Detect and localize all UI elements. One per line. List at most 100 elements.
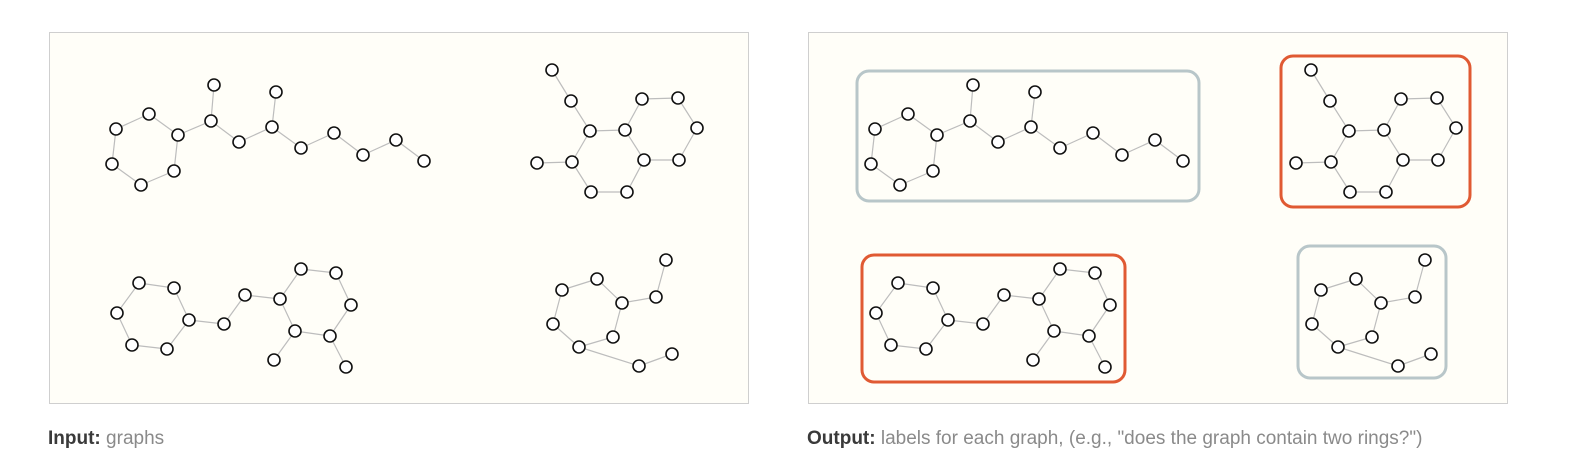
graph-node <box>1408 290 1422 304</box>
graph-node <box>926 164 940 178</box>
graph-node <box>966 78 980 92</box>
label-box-positive <box>860 253 1127 384</box>
graph-4 <box>1296 244 1448 380</box>
graph-node <box>545 63 559 77</box>
graph-1 <box>105 78 431 192</box>
input-panel <box>49 32 749 404</box>
graph-node <box>1343 185 1357 199</box>
graph-node <box>1047 324 1061 338</box>
input-caption-text: graphs <box>106 428 165 449</box>
graph-node <box>1305 317 1319 331</box>
graph-node <box>671 91 685 105</box>
graph-node <box>294 141 308 155</box>
graph-node <box>167 281 181 295</box>
input-caption: Input: graphs <box>48 428 164 450</box>
graph-node <box>1148 133 1162 147</box>
graph-node <box>110 306 124 320</box>
graph-node <box>1342 124 1356 138</box>
graph-node <box>167 164 181 178</box>
graph-node <box>1176 154 1190 168</box>
graph-node <box>1098 360 1112 374</box>
graph-node <box>1086 126 1100 140</box>
input-graphs-canvas <box>105 63 704 374</box>
graph-node <box>1391 359 1405 373</box>
graph-node <box>267 353 281 367</box>
graph-node <box>1026 353 1040 367</box>
output-caption: Output: labels for each graph, (e.g., "d… <box>807 428 1422 450</box>
graph-node <box>125 338 139 352</box>
graph-node <box>1377 123 1391 137</box>
graph-node <box>976 317 990 331</box>
graph-node <box>635 92 649 106</box>
graph-node <box>1449 121 1463 135</box>
graph-node <box>134 178 148 192</box>
output-panel <box>808 32 1508 404</box>
graph-edge <box>1337 346 1399 367</box>
graph-node <box>991 135 1005 149</box>
graph-node <box>868 122 882 136</box>
graph-node <box>109 122 123 136</box>
graph-node <box>288 324 302 338</box>
graph-node <box>1314 283 1328 297</box>
graph-node <box>565 155 579 169</box>
graph-node <box>327 126 341 140</box>
graph-node <box>564 94 578 108</box>
graph-node <box>1418 253 1432 267</box>
graph-node <box>997 288 1011 302</box>
graph-node <box>618 123 632 137</box>
graph-node <box>1032 292 1046 306</box>
graph-node <box>606 330 620 344</box>
graph-node <box>132 276 146 290</box>
graph-node <box>1082 329 1096 343</box>
graph-node <box>649 290 663 304</box>
graph-node <box>659 253 673 267</box>
graph-node <box>546 317 560 331</box>
graph-node <box>1103 298 1117 312</box>
graph-node <box>1304 63 1318 77</box>
label-box-positive <box>1279 54 1472 209</box>
graph-node <box>864 157 878 171</box>
graph-node <box>1331 340 1345 354</box>
graph-node <box>901 107 915 121</box>
graph-node <box>1379 185 1393 199</box>
graph-node <box>615 296 629 310</box>
graph-node <box>583 124 597 138</box>
graph-node <box>207 78 221 92</box>
graph-node <box>893 178 907 192</box>
graph-node <box>672 153 686 167</box>
graph-node <box>171 128 185 142</box>
graph-node <box>1430 91 1444 105</box>
graph-node <box>665 347 679 361</box>
graph-node <box>930 128 944 142</box>
output-caption-label: Output: <box>807 428 876 449</box>
graph-node <box>160 342 174 356</box>
graph-1 <box>855 69 1201 203</box>
graph-node <box>269 85 283 99</box>
graph-node <box>217 317 231 331</box>
graph-3 <box>860 253 1127 384</box>
graph-node <box>1088 266 1102 280</box>
graph-node <box>1323 94 1337 108</box>
graph-node <box>105 157 119 171</box>
graph-node <box>1053 141 1067 155</box>
output-caption-text: labels for each graph, (e.g., "does the … <box>880 428 1423 449</box>
graph-node <box>1396 153 1410 167</box>
graph-node <box>891 276 905 290</box>
graph-node <box>344 298 358 312</box>
graph-node <box>1053 262 1067 276</box>
graph-node <box>963 114 977 128</box>
graph-node <box>329 266 343 280</box>
graph-node <box>1424 347 1438 361</box>
graph-node <box>690 121 704 135</box>
graph-node <box>232 135 246 149</box>
graph-node <box>1324 155 1338 169</box>
graph-node <box>265 120 279 134</box>
graph-node <box>1024 120 1038 134</box>
graph-node <box>339 360 353 374</box>
graph-node <box>869 306 883 320</box>
graph-node <box>238 288 252 302</box>
graph-node <box>1374 296 1388 310</box>
graph-node <box>142 107 156 121</box>
graph-node <box>632 359 646 373</box>
graph-node <box>620 185 634 199</box>
